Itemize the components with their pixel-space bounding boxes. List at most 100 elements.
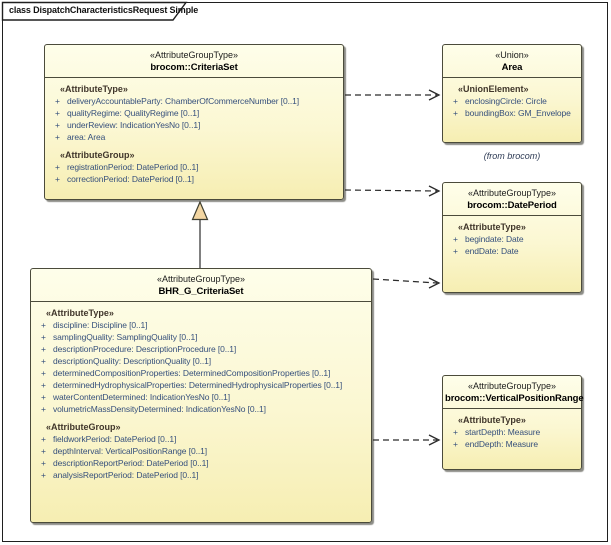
attribute-text: correctionPeriod: DatePeriod [0..1] (67, 174, 194, 184)
class-bhr-g-criteriaset[interactable]: «AttributeGroupType» BHR_G_CriteriaSet «… (30, 268, 372, 523)
attribute-text: registrationPeriod: DatePeriod [0..1] (67, 162, 199, 172)
class-attributes: «AttributeType» +discipline: Discipline … (31, 302, 371, 481)
attribute-row: +determinedHydrophysicalProperties: Dete… (38, 379, 367, 391)
attribute-text: discipline: Discipline [0..1] (53, 320, 148, 330)
attribute-row: +startDepth: Measure (450, 426, 577, 438)
attribute-text: fieldworkPeriod: DatePeriod [0..1] (53, 434, 177, 444)
visibility-marker: + (41, 458, 46, 468)
section-heading: «AttributeType» (458, 415, 526, 425)
visibility-marker: + (41, 320, 46, 330)
visibility-marker: + (41, 446, 46, 456)
attribute-text: begindate: Date (465, 234, 524, 244)
attribute-text: samplingQuality: SamplingQuality [0..1] (53, 332, 198, 342)
attribute-text: startDepth: Measure (465, 427, 541, 437)
class-area-union[interactable]: «Union» Area «UnionElement» +enclosingCi… (442, 44, 582, 143)
class-stereotype: «AttributeGroupType» (467, 188, 557, 198)
section-heading: «UnionElement» (458, 84, 529, 94)
visibility-marker: + (41, 392, 46, 402)
dependency-criteriaset-to-area[interactable] (345, 89, 441, 101)
frame-title-tab (1, 1, 188, 21)
attribute-row: + descriptionProcedure: DescriptionProced… (38, 343, 367, 355)
class-name: BHR_G_CriteriaSet (158, 286, 244, 297)
class-header: «AttributeGroupType» brocom::VerticalPos… (443, 376, 584, 409)
visibility-marker: + (453, 96, 458, 106)
attribute-row: + begindate: Date (450, 233, 577, 245)
class-stereotype: «AttributeGroupType» (156, 274, 246, 284)
class-header: «Union» Area (443, 45, 581, 78)
section-heading: «AttributeGroup» (46, 422, 121, 432)
attribute-row: +endDepth: Measure (450, 438, 577, 450)
visibility-marker: + (55, 96, 60, 106)
attribute-row: + descriptionQuality: DescriptionQuality … (38, 355, 367, 367)
attribute-text: descriptionQuality: DescriptionQuality [… (53, 356, 212, 366)
attribute-row: + underReview: IndicationYesNo [0..1] (52, 119, 339, 131)
dependency-criteriaset-to-dateperiod[interactable] (344, 185, 441, 197)
attribute-text: area: Area (67, 132, 106, 142)
class-stereotype: «Union» (495, 50, 529, 60)
attribute-row: + endDate: Date (450, 245, 577, 257)
attribute-row: + determinedCompositionProperties: Determ… (38, 367, 367, 379)
visibility-marker: + (41, 434, 46, 444)
attribute-row: +analysisReportPeriod: DatePeriod [0..1] (38, 469, 367, 481)
attribute-text: endDate: Date (465, 246, 519, 256)
attribute-text: descriptionProcedure: DescriptionProcedu… (53, 344, 237, 354)
from-package-label: (from brocom) (483, 151, 541, 161)
attribute-row: +registrationPeriod: DatePeriod [0..1] (52, 161, 339, 173)
attribute-row: +correctionPeriod: DatePeriod [0..1] (52, 173, 339, 185)
attribute-text: endDepth: Measure (465, 439, 538, 449)
attribute-text: qualityRegime: QualityRegime [0..1] (67, 108, 200, 118)
section-heading: «AttributeGroup» (60, 150, 135, 160)
attribute-row: + deliveryAccountableParty: ChamberOfComm… (52, 95, 339, 107)
attribute-row: +enclosingCircle: Circle (450, 95, 577, 107)
dependency-bhr-to-dateperiod[interactable] (372, 277, 441, 289)
visibility-marker: + (55, 132, 60, 142)
attribute-text: boundingBox: GM_Envelope (465, 108, 571, 118)
class-header: «AttributeGroupType» brocom::DatePeriod (443, 183, 581, 216)
class-attributes: «AttributeType» +startDepth: Measure +en… (443, 409, 581, 450)
visibility-marker: + (453, 108, 458, 118)
class-attributes: «AttributeType» + deliveryAccountablePart… (45, 78, 343, 185)
class-header: «AttributeGroupType» BHR_G_CriteriaSet (31, 269, 371, 302)
class-stereotype: «AttributeGroupType» (149, 50, 239, 60)
attribute-row: +samplingQuality: SamplingQuality [0..1] (38, 331, 367, 343)
attribute-text: descriptionReportPeriod: DatePeriod [0..… (53, 458, 209, 468)
visibility-marker: + (41, 356, 46, 366)
visibility-marker: + (41, 404, 46, 414)
attribute-text: analysisReportPeriod: DatePeriod [0..1] (53, 470, 199, 480)
class-name: brocom::DatePeriod (467, 200, 557, 211)
attribute-text: underReview: IndicationYesNo [0..1] (67, 120, 201, 130)
visibility-marker: + (453, 234, 458, 244)
attribute-row: + volumetricMassDensityDetermined: Indica… (38, 403, 367, 415)
class-attributes: «UnionElement» +enclosingCircle: Circle … (443, 78, 581, 119)
frame-title: class DispatchCharacteristicsRequest Sim… (9, 5, 199, 15)
dependency-bhr-to-verticalpositionrange[interactable] (373, 434, 441, 446)
class-brocom-criteriaset[interactable]: «AttributeGroupType» brocom::CriteriaSet… (44, 44, 344, 200)
class-header: «AttributeGroupType» brocom::CriteriaSet (45, 45, 343, 78)
attribute-text: determinedCompositionProperties: Determi… (53, 368, 331, 378)
section-heading: «AttributeType» (458, 222, 526, 232)
class-stereotype: «AttributeGroupType» (467, 381, 557, 391)
attribute-text: waterContentDetermined: IndicationYesNo … (53, 392, 230, 402)
visibility-marker: + (453, 246, 458, 256)
visibility-marker: + (41, 344, 46, 354)
attribute-row: + area: Area (52, 131, 339, 143)
section-heading: «AttributeType» (60, 84, 128, 94)
attribute-text: depthInterval: VerticalPositionRange [0.… (53, 446, 207, 456)
visibility-marker: + (55, 120, 60, 130)
visibility-marker: + (55, 108, 60, 118)
attribute-row: + depthInterval: VerticalPositionRange [0… (38, 445, 367, 457)
class-brocom-dateperiod[interactable]: «AttributeGroupType» brocom::DatePeriod … (442, 182, 582, 293)
class-name: Area (501, 62, 523, 73)
attribute-row: + qualityRegime: QualityRegime [0..1] (52, 107, 339, 119)
attribute-text: determinedHydrophysicalProperties: Deter… (53, 380, 343, 390)
attribute-row: + discipline: Discipline [0..1] (38, 319, 367, 331)
generalization-bhr-to-criteriaset[interactable] (191, 200, 209, 268)
attribute-text: volumetricMassDensityDetermined: Indicat… (53, 404, 266, 414)
class-name: brocom::VerticalPositionRange (445, 393, 584, 404)
attribute-text: deliveryAccountableParty: ChamberOfComme… (67, 96, 300, 106)
visibility-marker: + (41, 368, 46, 378)
class-brocom-verticalpositionrange[interactable]: «AttributeGroupType» brocom::VerticalPos… (442, 375, 584, 470)
